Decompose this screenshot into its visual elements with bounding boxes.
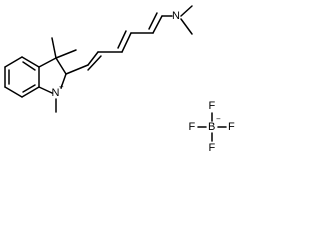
tetrafluoroborate-anion: B − F F F F <box>189 100 236 154</box>
boron-charge-label: − <box>216 115 221 124</box>
indolium-nitrogen-label: N <box>52 87 60 99</box>
chemical-structure-diagram: N + N B − F F F F <box>4 5 236 154</box>
fluorine-bottom-label: F <box>209 142 216 154</box>
dimethylamino-group: N <box>172 5 193 35</box>
boron-label: B <box>208 121 215 133</box>
indolium-cation: N + N <box>4 5 193 113</box>
pyrrole-ring <box>38 57 67 94</box>
amine-nitrogen-label: N <box>172 10 180 22</box>
gem-dimethyl <box>51 37 77 59</box>
fluorine-left-label: F <box>189 121 196 133</box>
benzene-ring <box>4 56 40 98</box>
indolium-charge-label: + <box>59 83 64 92</box>
fluorine-top-label: F <box>209 100 216 112</box>
fluorine-right-label: F <box>228 121 235 133</box>
polymethine-chain <box>65 12 173 75</box>
